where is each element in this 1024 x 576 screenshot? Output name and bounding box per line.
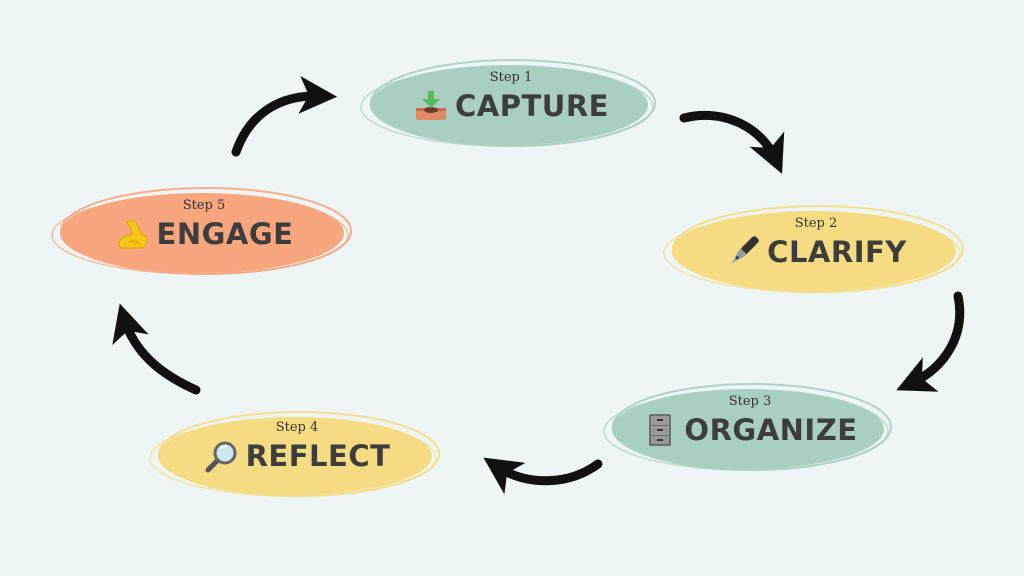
step-number: Step 3	[728, 394, 772, 409]
arrow-capture-to-clarify	[679, 110, 785, 174]
arrow-engage-to-capture	[231, 76, 338, 157]
arrow-reflect-to-engage	[112, 303, 201, 395]
file-cabinet-icon	[649, 414, 672, 446]
step-name: ENGAGE	[156, 217, 294, 251]
step-name: CLARIFY	[767, 235, 907, 269]
step-number: Step 2	[794, 216, 838, 231]
step-organize: Step 3 ORGANIZE	[603, 382, 892, 474]
arrow-organize-to-reflect	[483, 457, 603, 495]
fountain-pen-icon	[731, 236, 759, 264]
step-reflect: Step 4 REFLECT	[149, 410, 440, 500]
step-name: CAPTURE	[455, 89, 609, 123]
inbox-download-icon	[416, 91, 447, 120]
arrow-clarify-to-organize	[896, 291, 965, 392]
step-name: ORGANIZE	[684, 413, 858, 447]
step-number: Step 5	[182, 198, 226, 213]
step-name: REFLECT	[245, 439, 391, 473]
step-capture: Step 1 CAPTURE	[360, 58, 656, 150]
step-clarify: Step 2 CLARIFY	[663, 204, 964, 296]
step-number: Step 4	[275, 420, 319, 435]
step-number: Step 1	[489, 70, 533, 85]
flexed-biceps-icon	[118, 219, 147, 249]
step-engage: Step 5 ENGAGE	[51, 186, 352, 278]
magnifying-glass-icon	[205, 441, 237, 473]
